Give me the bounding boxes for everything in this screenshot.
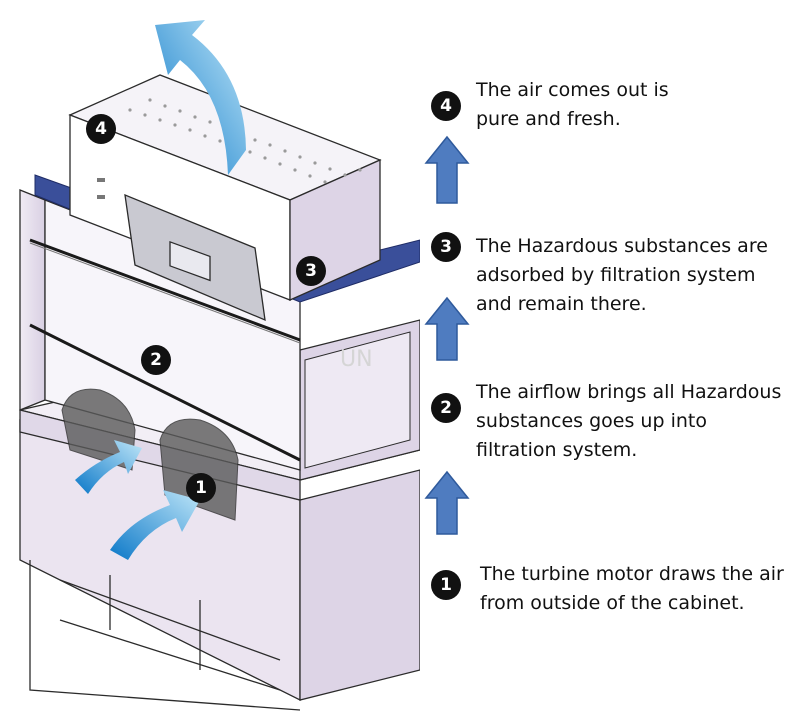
airflow-intake-arrows [75,440,200,560]
up-arrow-icon [424,135,470,204]
step-2-text: The airflow brings all Hazardous substan… [476,378,781,465]
step-1-badge: 1 [431,570,461,600]
step-3-line-2: adsorbed by filtration system [476,264,756,286]
cabinet-sides [19,189,420,481]
diagram-marker-3: 3 [296,256,326,286]
diagram-marker-1: 1 [186,473,216,503]
exhaust-arrow [155,20,246,175]
up-arrow-icon [424,296,470,361]
vent-grid [128,98,362,184]
step-3-line-1: The Hazardous substances are [476,235,768,257]
step-2-badge: 2 [431,393,461,423]
fume-cabinet-illustration: UN [19,20,420,711]
diagram-marker-2: 2 [141,345,171,375]
diagram-marker-4: 4 [86,114,116,144]
step-1-text: The turbine motor draws the air from out… [480,560,784,618]
step-4-line-2: pure and fresh. [476,108,621,130]
step-2-line-2: substances goes up into [476,410,707,432]
step-3-text: The Hazardous substances are adsorbed by… [476,232,768,319]
up-arrow-icon [424,470,470,535]
step-4-badge: 4 [431,91,461,121]
sash-rails [29,238,301,462]
step-4-text: The air comes out is pure and fresh. [476,76,669,134]
step-3-line-3: and remain there. [476,293,647,315]
step-1-line-2: from outside of the cabinet. [480,592,745,614]
step-2-line-1: The airflow brings all Hazardous [476,381,782,403]
step-2-line-3: filtration system. [476,439,638,461]
step-1-line-1: The turbine motor draws the air [480,563,784,585]
watermark: UN [340,347,373,372]
step-4-line-1: The air comes out is [476,79,669,101]
step-3-badge: 3 [431,232,461,262]
